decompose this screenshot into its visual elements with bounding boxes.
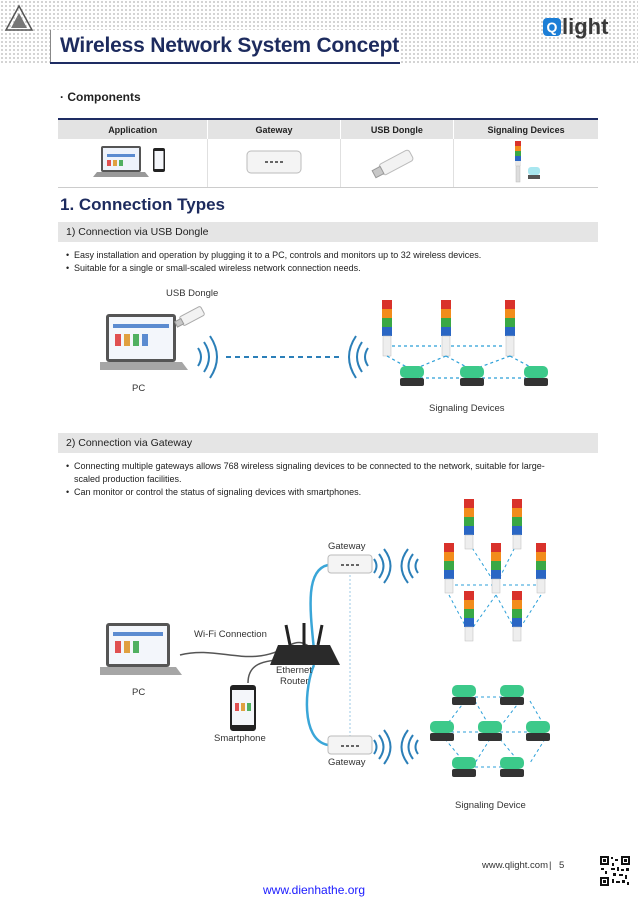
title-band: [50, 30, 400, 64]
col-usb-dongle: USB Dongle: [340, 118, 455, 139]
gateway-image: [207, 139, 341, 188]
signal-tower-icon: [515, 141, 541, 183]
smartphone-icon: [230, 685, 256, 731]
usb-dongle-icon: [371, 149, 414, 179]
usb-bullet-1: Easy installation and operation by plugg…: [66, 249, 596, 262]
title-underline: [50, 62, 400, 64]
company-emblem-icon: [4, 4, 34, 31]
beacon-lights: [400, 366, 548, 386]
smartphone-label: Smartphone: [214, 733, 266, 744]
gateway-pc-label: PC: [132, 687, 146, 698]
wireless-wave-icon: [197, 335, 218, 379]
usb-pc-label: PC: [132, 383, 146, 394]
ethernet-router-icon: [270, 623, 340, 665]
usb-devices-label: Signaling Devices: [429, 403, 505, 414]
page-number: 5: [559, 860, 565, 871]
wireless-wave-icon-right: [348, 335, 369, 379]
page-title: Wireless Network System Concept: [60, 34, 400, 57]
signal-towers: [382, 300, 515, 357]
tower-cluster: [444, 499, 546, 642]
gateway-section-bar: 2) Connection via Gateway: [58, 433, 598, 453]
connection-types-heading: 1. Connection Types: [60, 195, 225, 214]
gateway-bullet-1: Connecting multiple gateways allows 768 …: [66, 460, 566, 486]
usb-diagram: [100, 300, 548, 386]
logo-mark: Q: [543, 18, 561, 36]
col-signaling-devices: Signaling Devices: [453, 118, 598, 139]
gateway-bottom-label: Gateway: [328, 757, 366, 768]
application-image: [58, 139, 209, 188]
usb-section-bar: 1) Connection via USB Dongle: [58, 222, 598, 242]
logo-text: light: [562, 14, 609, 39]
wifi-label: Wi-Fi Connection: [194, 629, 267, 640]
title-divider: [50, 30, 51, 64]
components-heading: · Components: [60, 90, 141, 104]
wireless-waves-gateway: [373, 548, 419, 765]
gateway-top-label: Gateway: [328, 541, 366, 552]
usb-bullets: Easy installation and operation by plugg…: [66, 249, 596, 275]
router-label-2: Router: [280, 676, 309, 687]
col-application: Application: [58, 118, 209, 139]
gateway-diagram: [100, 499, 550, 777]
gateway-top-icon: [327, 554, 373, 574]
ethernet-cables: [305, 563, 329, 747]
gateway-device-icon: [246, 150, 302, 174]
gateway-bullets: Connecting multiple gateways allows 768 …: [66, 460, 566, 499]
components-table: Application Gateway USB Dongle Signaling…: [58, 118, 598, 188]
pc-laptop-icon: [100, 314, 188, 370]
beacon-cluster: [430, 685, 550, 777]
qr-code-icon: [599, 855, 631, 887]
usb-dongle-label: USB Dongle: [166, 288, 219, 299]
footer-website: www.qlight.com: [482, 860, 548, 871]
gateway-bottom-icon: [327, 735, 373, 755]
usb-dongle-image: [340, 139, 455, 188]
pc-laptop-icon-gateway: [100, 623, 182, 675]
signaling-device-label: Signaling Device: [455, 800, 526, 811]
col-gateway: Gateway: [207, 118, 341, 139]
signaling-devices-image: [453, 139, 598, 188]
usb-dongle-icon-diagram: [174, 306, 205, 328]
usb-bullet-2: Suitable for a single or small-scaled wi…: [66, 262, 596, 275]
router-label-1: Ethernet: [276, 665, 312, 676]
watermark-url: www.dienhathe.org: [263, 883, 366, 897]
footer-separator: |: [549, 860, 552, 871]
gateway-bullet-2: Can monitor or control the status of sig…: [66, 486, 566, 499]
laptop-phone-icon: [92, 146, 165, 177]
